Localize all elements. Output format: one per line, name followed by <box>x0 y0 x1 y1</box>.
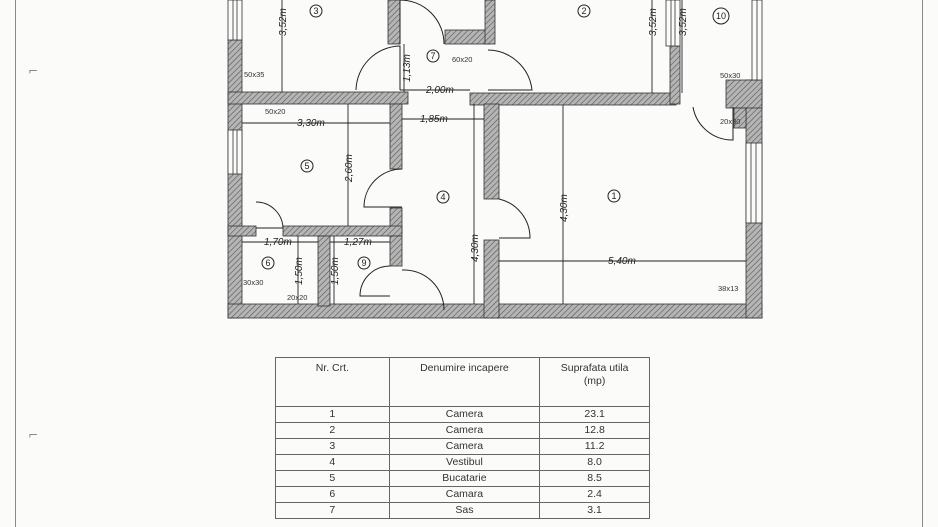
svg-text:3: 3 <box>313 6 318 16</box>
windows <box>227 0 763 224</box>
table-row: 2 Camera 12.8 <box>275 422 650 439</box>
table-row: 3 Camera 11.2 <box>275 438 650 455</box>
dim-label: 1,50m <box>294 257 305 285</box>
room-numbers <box>261 4 730 270</box>
room-number-labels: 3 2 10 7 5 4 1 6 9 <box>265 6 726 268</box>
svg-text:5: 5 <box>304 161 309 171</box>
page-border-right <box>922 0 923 527</box>
dim-label: 3,52m <box>278 8 289 36</box>
dim-label: 2,60m <box>344 154 355 183</box>
svg-text:20x20: 20x20 <box>287 293 307 302</box>
svg-text:30x30: 30x30 <box>243 278 263 287</box>
svg-text:50x30: 50x30 <box>720 71 740 80</box>
table-row: 4 Vestibul 8.0 <box>275 454 650 471</box>
svg-text:2: 2 <box>581 6 586 16</box>
doors <box>255 0 734 311</box>
dim-label: 5,40m <box>608 256 636 267</box>
dim-label: 1,50m <box>330 257 341 285</box>
svg-text:50x20: 50x20 <box>265 107 285 116</box>
dim-label: 1,70m <box>264 237 292 248</box>
table-header-row: Nr. Crt. Denumire incapere Suprafata uti… <box>275 357 650 407</box>
svg-text:20x30: 20x30 <box>720 117 740 126</box>
dim-label: 3,52m <box>678 8 689 36</box>
svg-text:60x20: 60x20 <box>452 55 472 64</box>
header-area: Suprafata utila(mp) <box>539 357 650 407</box>
svg-text:4: 4 <box>440 192 445 202</box>
dimension-labels: 3,52m 3,52m 3,52m 1,13m 2,00m 3,30m 1,85… <box>264 8 689 285</box>
svg-text:6: 6 <box>265 258 270 268</box>
floor-plan: 3,52m 3,52m 3,52m 1,13m 2,00m 3,30m 1,85… <box>227 0 763 319</box>
dim-label: 1,13m <box>402 54 413 82</box>
svg-text:9: 9 <box>361 258 366 268</box>
page-border-left <box>15 0 16 527</box>
margin-mark: ⌐ <box>28 64 39 78</box>
table-row: 7 Sas 3.1 <box>275 502 650 519</box>
svg-text:7: 7 <box>430 51 435 61</box>
table-row: 5 Bucatarie 8.5 <box>275 470 650 487</box>
margin-mark: ⌐ <box>28 428 39 442</box>
opening-annotations: 50x35 50x20 60x20 50x30 20x30 30x30 20x2… <box>243 55 740 302</box>
dim-label: 1,27m <box>344 237 372 248</box>
svg-text:1: 1 <box>611 191 616 201</box>
dim-label: 4,30m <box>470 234 481 262</box>
walls <box>227 0 763 319</box>
room-area-table: Nr. Crt. Denumire incapere Suprafata uti… <box>275 357 650 519</box>
dim-label: 1,85m <box>420 114 448 125</box>
header-nr: Nr. Crt. <box>275 357 390 407</box>
svg-text:10: 10 <box>716 11 726 21</box>
table-row: 1 Camera 23.1 <box>275 406 650 423</box>
dim-label: 2,00m <box>425 85 454 96</box>
dim-label: 4,30m <box>559 194 570 222</box>
header-name: Denumire incapere <box>388 357 541 407</box>
svg-text:50x35: 50x35 <box>244 70 264 79</box>
dim-label: 3,30m <box>297 118 325 129</box>
dim-label: 3,52m <box>648 8 659 36</box>
table-row: 6 Camara 2.4 <box>275 486 650 503</box>
svg-text:38x13: 38x13 <box>718 284 738 293</box>
dimension-lines <box>242 0 746 304</box>
